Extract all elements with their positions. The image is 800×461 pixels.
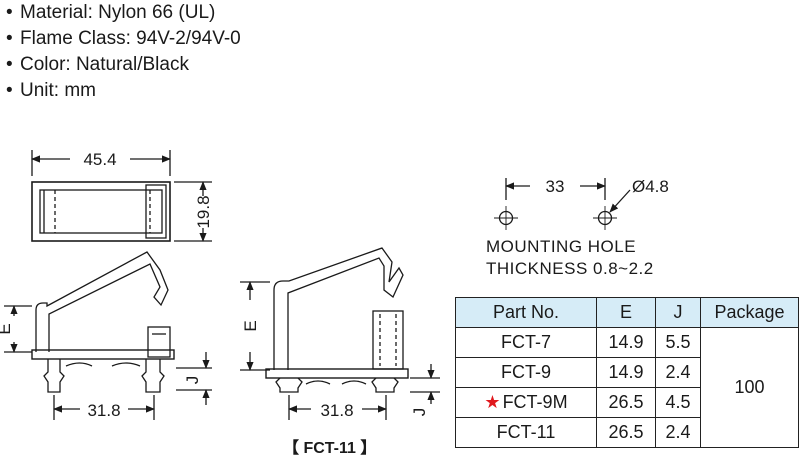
header-package: Package: [700, 297, 799, 328]
mounting-hole-left: [494, 206, 518, 230]
cell-part: ★FCT-9M: [455, 387, 597, 418]
side-view-1-outline: [31, 251, 175, 393]
table-header-row: Part No. E J Package: [455, 297, 799, 328]
side-1-j-dimension: [176, 352, 212, 405]
spec-material: •Material: Nylon 66 (UL): [6, 2, 216, 23]
cell-e: 14.9: [596, 357, 656, 388]
table-row: FCT-11 26.5 2.4: [455, 417, 799, 448]
side-view-2-outline: [265, 247, 409, 393]
cell-j: 4.5: [655, 387, 701, 418]
cell-part: FCT-9: [455, 357, 597, 388]
cell-package: 100: [700, 327, 799, 448]
figure-caption: 【 FCT-11 】: [283, 440, 377, 457]
top-width-label: 45.4: [83, 150, 116, 169]
side-2-j-label: J: [410, 408, 429, 417]
hole-diameter-label: Ø4.8: [632, 177, 669, 196]
cell-j: 5.5: [655, 327, 701, 358]
hole-spacing-dimension: [505, 178, 631, 213]
thickness-label: THICKNESS 0.8~2.2: [486, 259, 654, 278]
cell-part: FCT-7: [455, 327, 597, 358]
table-row: FCT-7 14.9 5.5 100: [455, 327, 799, 448]
side-2-e-label: E: [241, 320, 260, 331]
side-1-width-label: 31.8: [87, 401, 120, 420]
parts-table: Part No. E J Package FCT-7 14.9 5.5 100 …: [455, 297, 799, 448]
table-row: ★FCT-9M 26.5 4.5: [455, 387, 799, 418]
table-row: FCT-9 14.9 2.4: [455, 357, 799, 388]
cell-part: FCT-11: [455, 417, 597, 448]
star-icon: ★: [484, 392, 501, 412]
top-height-label: 19.8: [194, 195, 213, 228]
header-part-no: Part No.: [455, 297, 597, 328]
side-2-width-dimension: [288, 395, 387, 420]
cell-e: 26.5: [596, 417, 656, 448]
cell-e: 26.5: [596, 387, 656, 418]
hole-spacing-label: 33: [546, 177, 565, 196]
side-2-j-dimension: [410, 364, 440, 404]
side-1-width-dimension: [53, 395, 155, 420]
side-1-e-label: E: [0, 323, 14, 334]
spec-flame-class: •Flame Class: 94V-2/94V-0: [6, 28, 241, 49]
top-height-dimension: [174, 181, 212, 242]
side-2-width-label: 31.8: [320, 401, 353, 420]
side-1-e-dimension: [4, 305, 32, 353]
header-j: J: [655, 297, 701, 328]
side-2-e-dimension: [240, 281, 270, 371]
cell-j: 2.4: [655, 417, 701, 448]
spec-list: •Material: Nylon 66 (UL) •Flame Class: 9…: [6, 0, 241, 104]
spec-color: •Color: Natural/Black: [6, 54, 189, 75]
top-width-dimension: [31, 150, 171, 176]
spec-unit: •Unit: mm: [6, 80, 96, 101]
top-view-outline: [31, 181, 171, 242]
cell-e: 14.9: [596, 327, 656, 358]
mounting-hole-label: MOUNTING HOLE: [486, 237, 637, 256]
cell-j: 2.4: [655, 357, 701, 388]
header-e: E: [596, 297, 656, 328]
side-1-j-label: J: [183, 376, 202, 385]
mounting-hole-right: [593, 206, 617, 230]
